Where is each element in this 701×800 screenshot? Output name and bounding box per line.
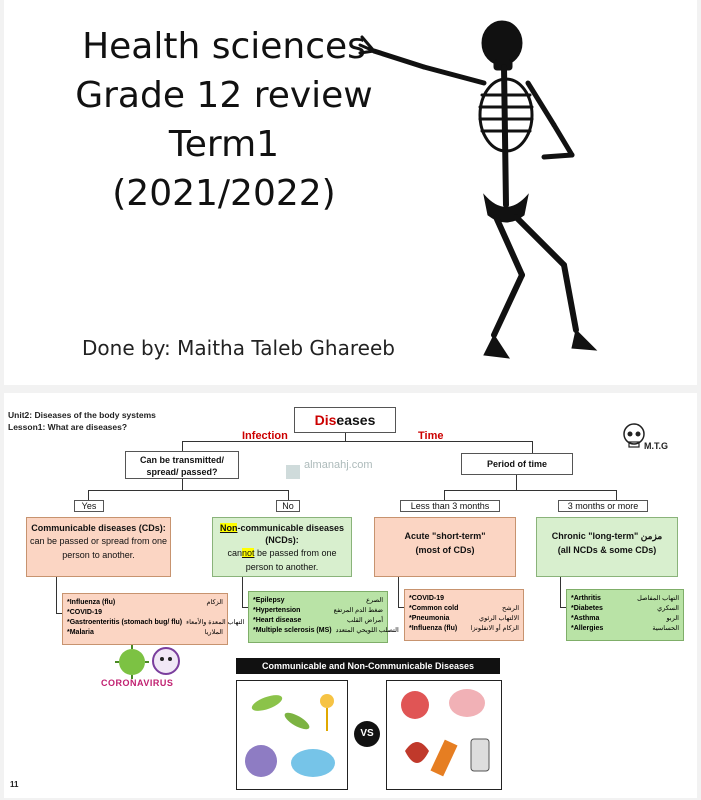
cover-author: Done by: Maitha Taleb Ghareeb	[82, 336, 395, 360]
diseases-slide: Unit2: Diseases of the body systems Less…	[4, 393, 697, 798]
page-number: 11	[10, 780, 19, 789]
no-label: No	[276, 500, 300, 512]
ncd-desc-pre: can	[227, 548, 242, 558]
3-months-or-more-label: 3 months or more	[558, 500, 648, 512]
transmit-question-box: Can be transmitted/ spread/ passed?	[125, 451, 239, 479]
list-item: *Influenza (flu)الزكام	[67, 599, 223, 606]
less-than-3-months-label: Less than 3 months	[400, 500, 500, 512]
signature-label: M.T.G	[644, 441, 668, 451]
watermark-site: almanahj.com	[304, 459, 373, 471]
cover-title-line-2: Grade 12 review	[75, 75, 373, 116]
time-question-box: Period of time	[461, 453, 573, 475]
communicable-box: Communicable diseases (CDs): can be pass…	[26, 517, 171, 577]
list-item: *Multiple sclerosis (MS)التصلب اللويحي ا…	[253, 627, 399, 634]
comparison-banner: Communicable and Non-Communicable Diseas…	[236, 658, 500, 674]
root-suffix: eases	[336, 412, 376, 428]
non-communicable-illustration	[386, 680, 502, 790]
ncd-title-suffix: -communicable diseases (NCDs):	[237, 523, 345, 545]
non-communicable-box: Non-communicable diseases (NCDs): cannot…	[212, 517, 352, 577]
chronic-subtitle: (all NCDs & some CDs)	[557, 545, 657, 555]
ncd-desc-not: not	[241, 548, 255, 558]
list-item: *Gastroenteritis (stomach bug/ flu)التها…	[67, 619, 245, 626]
virus-illustration-icon	[115, 645, 180, 679]
infection-label: Infection	[242, 430, 288, 442]
root-prefix: Dis	[314, 412, 337, 428]
organs-icon	[401, 689, 490, 777]
cover-slide: Health sciences Grade 12 review Term1 (2…	[4, 0, 697, 385]
germs-icon	[245, 694, 335, 777]
cd-title: Communicable diseases (CDs):	[31, 523, 166, 533]
ncd-title-prefix: Non	[219, 523, 238, 533]
root-diseases-box: Diseases	[294, 407, 396, 433]
watermark-logo-icon	[286, 465, 300, 479]
unit-heading: Unit2: Diseases of the body systems	[8, 410, 156, 420]
lesson-heading: Lesson1: What are diseases?	[8, 422, 128, 432]
skull-icon	[623, 423, 645, 448]
cover-title-line-1: Health sciences	[82, 26, 366, 67]
acute-subtitle: (most of CDs)	[415, 545, 475, 555]
acute-title: Acute "short-term"	[404, 531, 486, 541]
list-item: *COVID-19	[409, 595, 445, 602]
cover-title-line-4: (2021/2022)	[112, 173, 336, 214]
cover-title-line-3: Term1	[168, 124, 280, 165]
cd-description: can be passed or spread from one person …	[29, 536, 168, 560]
list-item: *COVID-19	[67, 609, 103, 616]
time-label: Time	[418, 430, 444, 442]
acute-box: Acute "short-term" (most of CDs)	[374, 517, 516, 577]
communicable-illustration	[236, 680, 348, 790]
skeleton-illustration	[358, 20, 598, 359]
list-item: *Influenza (flu)الزكام أو الانفلونزا	[409, 625, 519, 632]
ncd-desc-post: be passed from one person to another.	[245, 548, 337, 572]
cd-examples-list: *Influenza (flu)الزكام *COVID-19 *Gastro…	[62, 593, 245, 645]
chronic-box: Chronic "long-term" مزمن (all NCDs & som…	[536, 517, 678, 577]
chronic-title: Chronic "long-term" مزمن	[551, 531, 663, 541]
yes-label: Yes	[74, 500, 104, 512]
coronavirus-label: CORONAVIRUS	[101, 678, 174, 688]
vs-badge: VS	[354, 721, 380, 747]
